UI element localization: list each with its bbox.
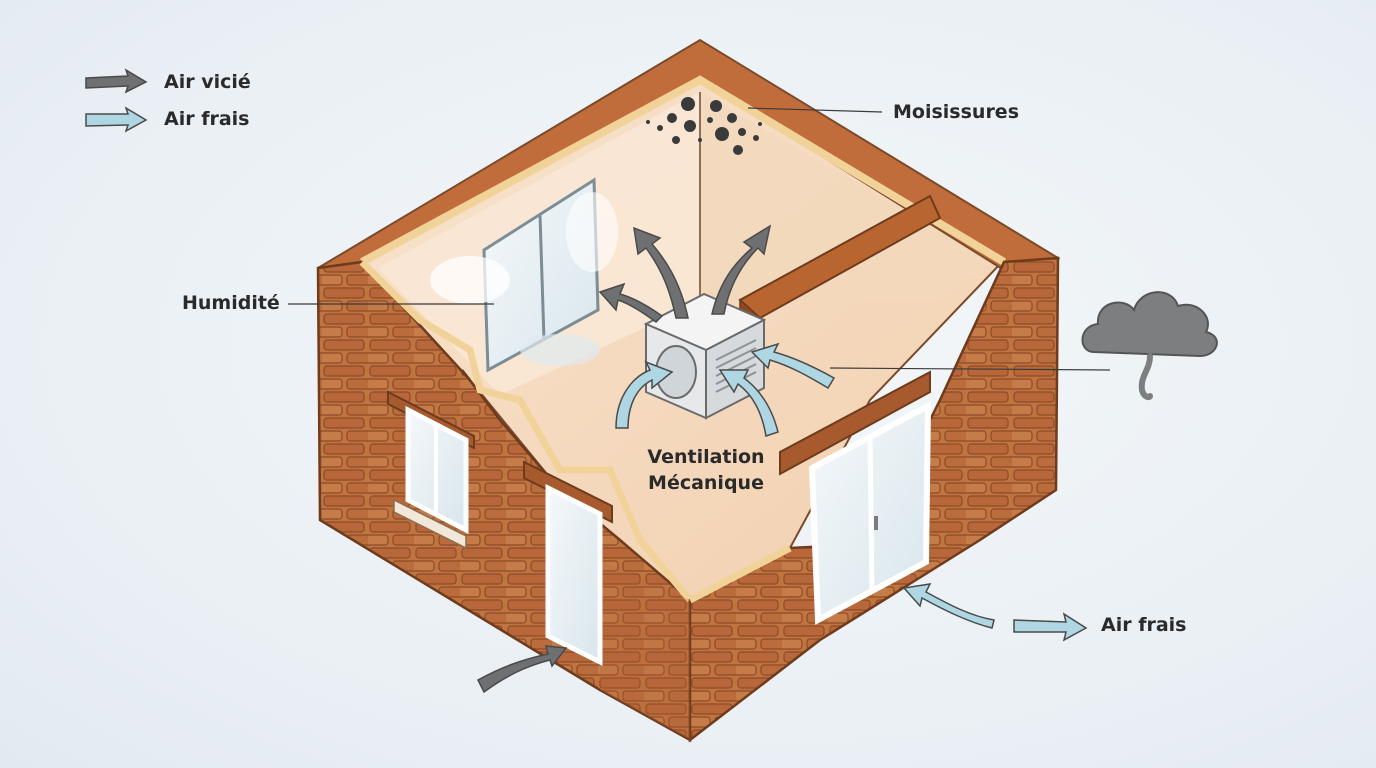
humidity-label: Humidité (182, 292, 280, 314)
mold-label: Moisissures (893, 101, 1019, 123)
ventilation-label-line1: Ventilation (636, 444, 776, 470)
ventilation-label-line2: Mécanique (636, 470, 776, 496)
legend-stale-air-label: Air vicié (164, 71, 251, 93)
ventilation-label: Ventilation Mécanique (636, 444, 776, 496)
house-cutaway (318, 40, 1058, 740)
fresh-air-inflow-arrow (904, 584, 994, 628)
fresh-air-right-label: Air frais (1101, 614, 1186, 636)
legend-fresh-air-label: Air frais (164, 108, 249, 130)
legend (86, 70, 146, 131)
fresh-air-arrow-icon (86, 108, 146, 131)
cloud-icon (1082, 292, 1216, 397)
fresh-air-outside-arrow (1014, 614, 1086, 640)
stale-air-inflow-arrow (478, 646, 566, 692)
stale-air-arrow-icon (86, 70, 146, 92)
